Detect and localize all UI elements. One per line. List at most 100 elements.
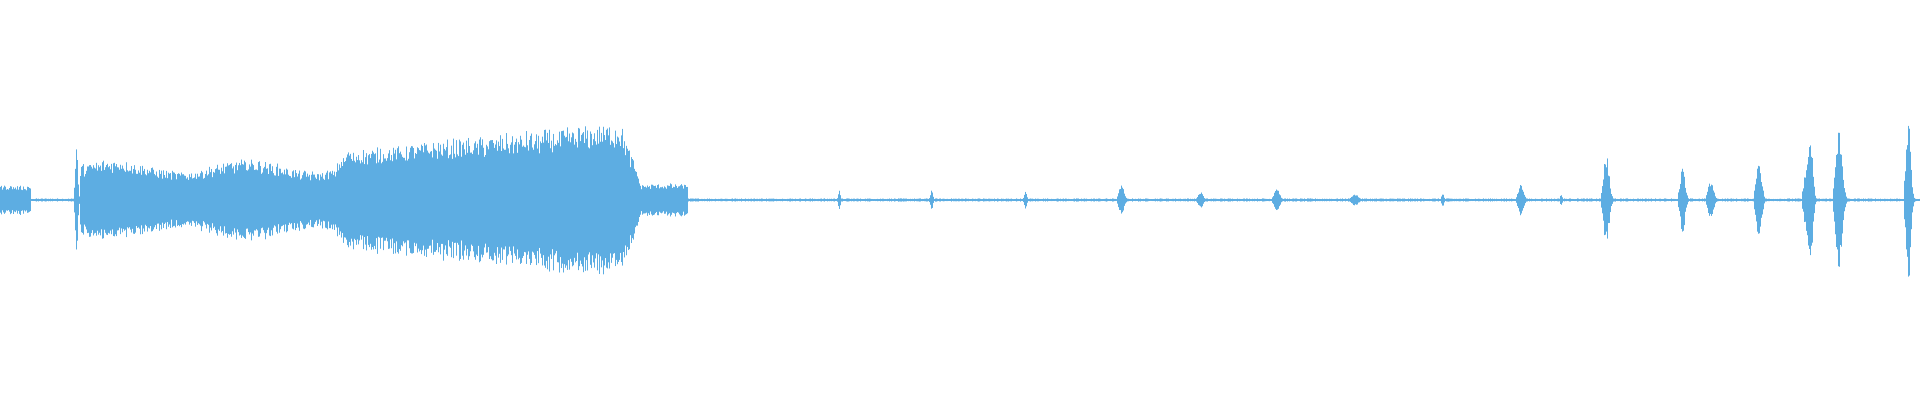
waveform-bar [947,198,948,202]
waveform-bar [1247,198,1248,202]
waveform-bar [1046,198,1047,201]
waveform-bar [606,129,607,268]
waveform-bar [524,146,525,252]
waveform-bar [763,198,764,201]
waveform-bar [804,198,805,202]
waveform-bar [1504,198,1505,202]
waveform-bar [925,198,926,202]
waveform-bar [1628,198,1629,202]
waveform-bar [1561,195,1562,205]
waveform-bar [22,190,23,211]
waveform-bar [1096,198,1097,202]
waveform-bar [1870,198,1871,202]
waveform-bar [1369,198,1370,201]
waveform-bar [968,198,969,202]
waveform-bar [1685,187,1686,212]
waveform-bar [213,171,214,229]
waveform-bar [486,144,487,253]
waveform-bar [1832,198,1833,202]
waveform-bar [1257,198,1258,202]
waveform-bar [1406,199,1407,202]
waveform-bar [762,198,763,202]
waveform-bar [720,198,721,202]
waveform-bar [1800,198,1801,202]
waveform-bar [753,198,754,202]
waveform-bar [1709,183,1710,216]
waveform-bar [685,185,686,215]
waveform-bar [711,198,712,202]
waveform-bar [1105,198,1106,202]
waveform-bar [1304,198,1305,202]
waveform-bar [966,198,967,202]
waveform-bar [580,141,581,261]
waveform-bar [1048,198,1049,202]
waveform-bar [1032,198,1033,202]
waveform-bar [518,142,519,260]
waveform-bar [1859,198,1860,202]
waveform-bar [1629,199,1630,202]
waveform-bar [1152,199,1153,202]
waveform-bar [402,156,403,247]
waveform-bar [310,180,311,220]
waveform-bar [843,199,844,201]
waveform-bar [618,137,619,262]
waveform-bar [1415,198,1416,202]
waveform-bar [1135,198,1136,202]
waveform-bar [526,131,527,264]
waveform-bar [280,168,281,230]
waveform-bar [954,198,955,202]
waveform-bar [1543,198,1544,202]
waveform-bar [512,136,513,263]
waveform-bar [1168,198,1169,202]
waveform-bar [1829,198,1830,202]
waveform-bar [445,150,446,246]
waveform-bar [225,166,226,234]
waveform-bar [986,198,987,202]
waveform-bar [605,139,606,259]
waveform-bar [963,198,964,202]
waveform-bar [560,146,561,258]
waveform-bar [65,198,66,202]
waveform-bar [1705,198,1706,202]
waveform-bar [519,144,520,258]
waveform-bar [1150,199,1151,201]
waveform-bar [1730,198,1731,202]
waveform-bar [1493,199,1494,202]
waveform-bar [154,173,155,228]
waveform-bar [24,189,25,211]
waveform-bar [830,198,831,202]
waveform-bar [1569,198,1570,202]
waveform-bar [1642,198,1643,202]
waveform-bar [46,198,47,202]
waveform-bar [741,198,742,202]
waveform-bar [1682,168,1683,232]
waveform-bar [1267,198,1268,202]
waveform-bar [389,150,390,249]
waveform-bar [1176,198,1177,202]
waveform-bar [108,167,109,233]
waveform-bar [1612,196,1613,204]
waveform-bar [989,198,990,202]
waveform-bar [1174,198,1175,201]
waveform-bar [109,166,110,234]
waveform-bar [581,134,582,264]
waveform-bar [145,174,146,225]
waveform-bar [1699,198,1700,202]
waveform-bar [1458,198,1459,202]
waveform-bar [377,147,378,254]
waveform-bar [1240,198,1241,202]
waveform-bar [1900,198,1901,202]
waveform-bar [525,147,526,253]
waveform-bar [726,198,727,202]
waveform-bar [953,198,954,202]
waveform-bar [1893,198,1894,202]
waveform-bar [1614,198,1615,202]
waveform-bar [928,198,929,202]
waveform-bar [157,176,158,224]
waveform-bar [1869,198,1870,202]
waveform-bar [1608,175,1609,224]
waveform-bar [1095,199,1096,201]
waveform-bar [1657,199,1658,201]
waveform-bar [1452,198,1453,202]
